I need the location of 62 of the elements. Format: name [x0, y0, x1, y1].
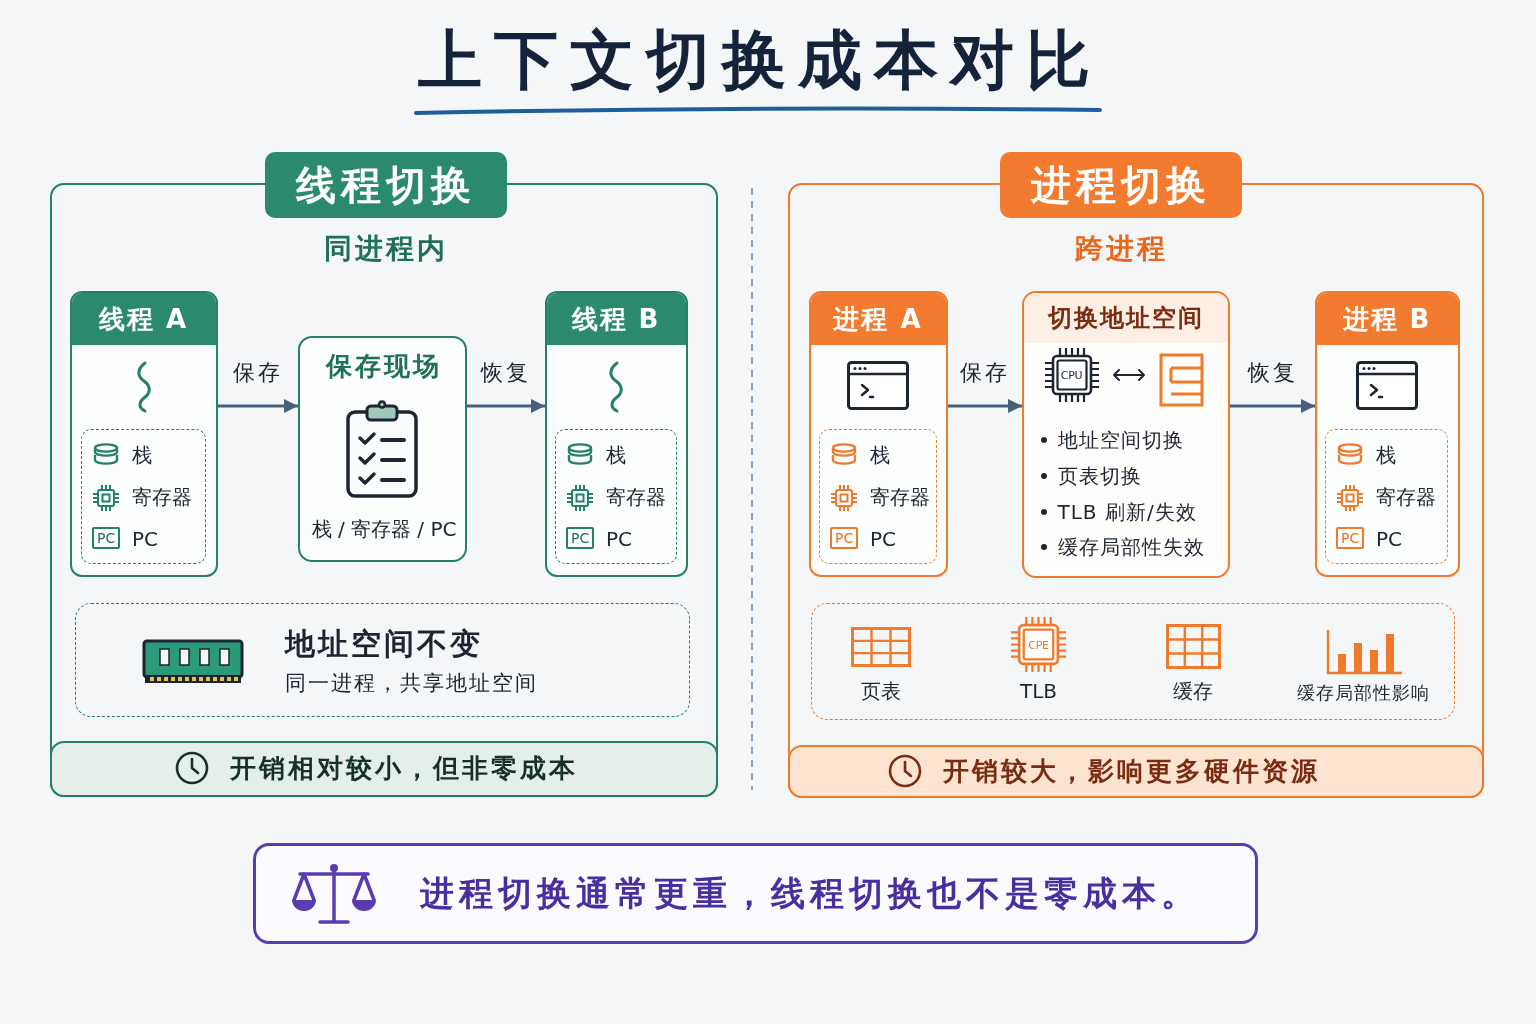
pc-tag: PC: [92, 527, 121, 549]
card-header: 线程 A: [71, 292, 216, 345]
pc-tag: PC: [830, 527, 859, 549]
conclusion-box: [253, 843, 1258, 944]
item-label: 栈: [606, 442, 626, 468]
process-card: [1314, 290, 1460, 577]
icon-caption: 缓存: [1172, 677, 1213, 704]
bullet-text: 缓存局部性失效: [1057, 533, 1205, 560]
item-label: 寄存器: [132, 484, 192, 510]
footer-band: [787, 744, 1484, 798]
dashed-group-box: [819, 429, 937, 564]
card-header: 进程 B: [1316, 292, 1458, 345]
conclusion-text: 进程切换通常更重，线程切换也不是零成本。: [420, 872, 1200, 915]
info-card: [1021, 290, 1230, 578]
card-header: 进程 A: [810, 292, 946, 345]
thread-card: [69, 290, 218, 577]
card-header: 线程 B: [546, 292, 686, 345]
thread-card: [544, 290, 688, 577]
item-label: 栈: [132, 442, 152, 468]
icon-caption: 缓存局部性影响: [1297, 680, 1430, 705]
item-label: PC: [870, 526, 897, 552]
card-header: 切换地址空间: [1023, 292, 1228, 343]
arrow: [218, 399, 298, 413]
item-label: 寄存器: [606, 484, 666, 510]
pc-tag: PC: [566, 527, 595, 549]
section-title-tab: 进程切换: [1000, 152, 1242, 218]
section-title-tab: 线程切换: [265, 152, 507, 218]
item-label: PC: [606, 526, 633, 552]
bullet-text: TLB 刷新/失效: [1057, 498, 1197, 525]
dashed-group-box: [810, 602, 1455, 720]
dashed-group-box: [1325, 429, 1448, 564]
section-subtitle: 跨进程: [1074, 231, 1168, 267]
arrow: [1230, 399, 1315, 413]
item-label: 栈: [870, 442, 890, 468]
chip-label: CPE: [1028, 638, 1049, 651]
item-label: 寄存器: [870, 484, 930, 510]
title: 上下文切换成本对比: [418, 22, 1102, 99]
arrow: [948, 399, 1022, 413]
dashed-info-box: [74, 602, 690, 717]
item-label: PC: [1376, 526, 1403, 552]
section-subtitle: 同进程内: [324, 231, 448, 267]
item-label: 寄存器: [1376, 484, 1436, 510]
footer-note: 开销较大，影响更多硬件资源: [942, 754, 1320, 788]
pc-tag: PC: [1336, 527, 1365, 549]
bullet-text: 地址空间切换: [1057, 426, 1184, 453]
icon-caption: TLB: [1019, 677, 1058, 704]
dashed-group-box: [81, 429, 206, 564]
arrow: [467, 399, 545, 413]
item-label: PC: [132, 526, 159, 552]
info-text: 同一进程，共享地址空间: [284, 669, 538, 697]
card-caption: 栈 / 寄存器 / PC: [311, 515, 457, 542]
info-heading: 地址空间不变: [284, 624, 483, 663]
item-label: 栈: [1376, 442, 1396, 468]
footer-note: 开销相对较小，但非零成本: [229, 752, 578, 785]
icon-caption: 页表: [860, 677, 901, 704]
bullet-text: 页表切换: [1057, 462, 1142, 489]
info-card: [297, 335, 467, 562]
chip-label: CPU: [1060, 368, 1083, 381]
footer-band: [49, 740, 718, 797]
dashed-group-box: [555, 429, 677, 564]
process-card: [808, 290, 948, 577]
card-title: 保存现场: [326, 349, 442, 383]
